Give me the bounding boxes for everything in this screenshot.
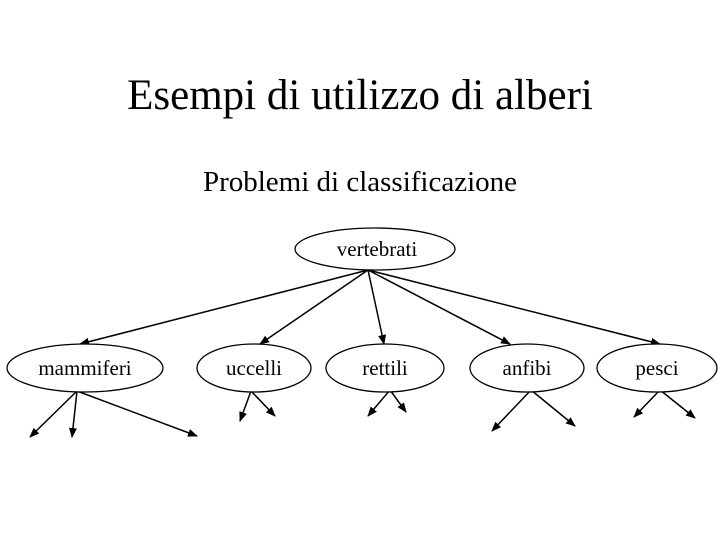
child-node-pesci: pesci <box>596 343 718 393</box>
child-node-ellipse <box>596 343 718 393</box>
leaf-branch-arrow <box>68 390 78 438</box>
leaf-branch-arrow <box>239 390 252 422</box>
child-node-label: mammiferi <box>38 356 131 380</box>
root-to-child-arrow <box>259 269 369 345</box>
leaf-branch-arrow <box>491 389 532 432</box>
leaf-branch-arrow <box>250 390 276 417</box>
root-node-label: vertebrati <box>337 237 418 261</box>
leaf-branch-arrow <box>389 389 407 413</box>
slide-title: Esempi di utilizzo di alberi <box>127 72 593 119</box>
leaf-branch-arrow <box>633 389 661 418</box>
child-node-label: pesci <box>635 356 678 380</box>
root-to-child-arrow <box>367 269 387 345</box>
child-node-ellipse <box>6 343 164 393</box>
root-node: vertebrati <box>294 227 456 271</box>
root-node-ellipse <box>294 227 456 271</box>
child-node-mammiferi: mammiferi <box>6 343 164 393</box>
tree-edges <box>29 269 696 438</box>
child-node-label: anfibi <box>503 356 552 380</box>
child-node-ellipse <box>325 343 445 393</box>
root-to-child-arrow <box>79 269 369 346</box>
child-node-ellipse <box>469 343 585 393</box>
child-node-label: uccelli <box>226 356 282 380</box>
root-to-child-arrow <box>367 269 511 345</box>
slide-subtitle: Problemi di classificazione <box>202 166 518 198</box>
root-to-child-arrow <box>367 269 661 346</box>
leaf-branch-arrow <box>76 390 198 437</box>
leaf-branch-arrow <box>530 389 576 427</box>
child-node-rettili: rettili <box>325 343 445 393</box>
child-node-uccelli: uccelli <box>196 343 312 393</box>
leaf-branch-arrow <box>659 389 696 419</box>
child-node-ellipse <box>196 343 312 393</box>
child-node-anfibi: anfibi <box>469 343 585 393</box>
leaf-branch-arrow <box>367 389 391 417</box>
leaf-branch-arrow <box>29 390 78 438</box>
child-node-label: rettili <box>362 356 408 380</box>
